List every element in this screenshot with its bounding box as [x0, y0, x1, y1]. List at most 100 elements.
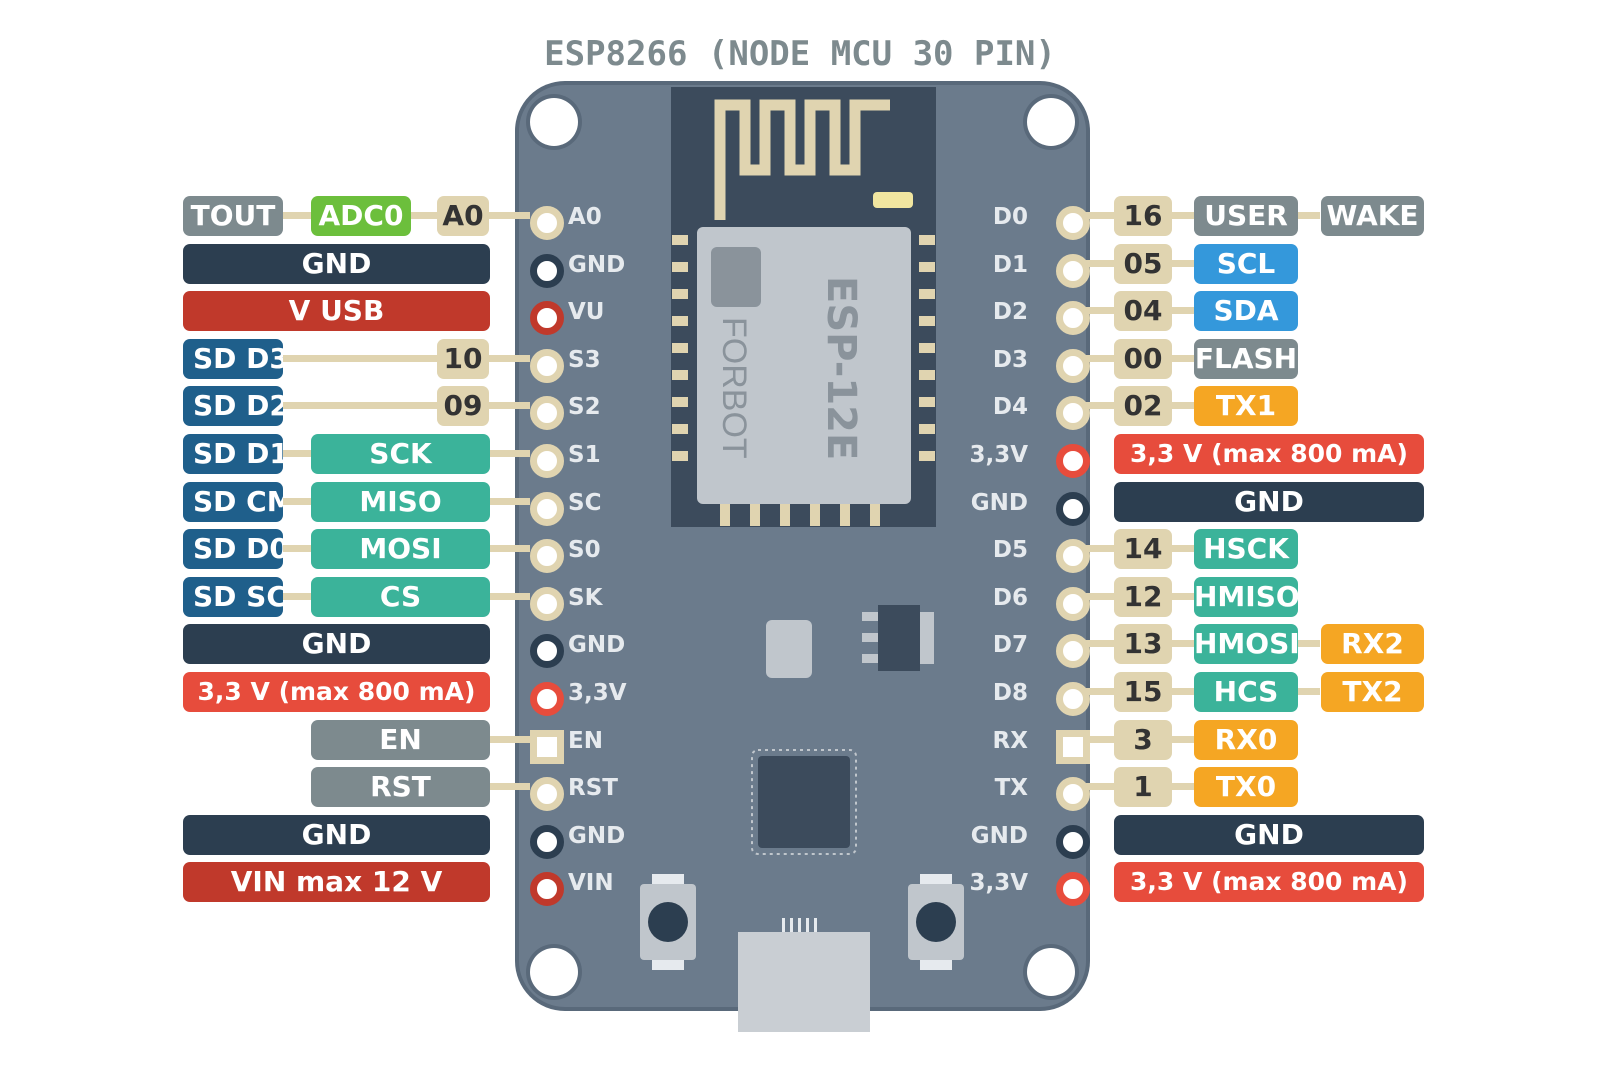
left-pin-row-s0: SD D0 MOSI S0: [0, 529, 1600, 574]
pin-function-badge-wake: WAKE: [1321, 196, 1424, 236]
diode-component: [766, 620, 812, 678]
pin-function-badge-00: 00: [1114, 338, 1172, 379]
pin-label: S3: [568, 346, 601, 373]
pin-function-badge-09: 09: [437, 386, 489, 427]
pin-label: SC: [568, 489, 602, 516]
module-castellations: [672, 235, 935, 526]
pin-pad-icon: [1056, 777, 1090, 812]
pin-pad-icon: [1056, 444, 1090, 478]
pin-label: SK: [568, 584, 603, 611]
pin-function-badge-sd-sck: SD SCK: [183, 576, 283, 617]
pin-function-badge-miso: MISO: [311, 481, 490, 522]
pin-label: D2: [992, 299, 1028, 326]
pin-function-badge-adc0: ADC0: [311, 196, 411, 236]
pin-pad-icon: [530, 206, 564, 240]
left-pin-row-sc: SD CMDMISOSC: [0, 481, 1600, 526]
pin-pad-icon: [530, 491, 564, 526]
pin-pad-icon: [530, 348, 564, 383]
pin-label: D0: [992, 204, 1028, 230]
pin-function-badge-3: 3: [1114, 719, 1172, 760]
pin-label: D8: [992, 680, 1028, 706]
pin-pad-icon: [530, 824, 564, 859]
pin-pad-icon: [530, 872, 564, 907]
pin-label: D4: [992, 394, 1028, 421]
pin-label: 3,3V: [568, 680, 627, 706]
pin-label: S0: [568, 537, 601, 564]
pin-function-badge-tout: TOUT: [183, 196, 283, 236]
pin-pad-icon: [530, 253, 564, 288]
pin-pad-icon: [530, 682, 564, 716]
pin-label: 3,3V: [969, 870, 1028, 897]
pin-function-badge-rx0: RX0: [1194, 719, 1298, 760]
pin-pad-icon: [1056, 634, 1090, 669]
pin-pad-icon: [1056, 348, 1090, 383]
pin-pad-icon: [1056, 206, 1090, 240]
pin-function-badge-sda: SDA: [1194, 291, 1298, 332]
pin-label: S2: [568, 394, 601, 421]
pin-function-badge-user: USER: [1194, 196, 1298, 236]
pin-pad-icon: [530, 586, 564, 621]
pin-function-badge-1: 1: [1114, 767, 1172, 808]
pin-function-badge-3-3-v-max-800-ma: 3,3 V (max 800 mA): [1114, 434, 1424, 474]
pin-label: D6: [992, 584, 1028, 611]
pin-label: GND: [568, 632, 626, 659]
left-pin-row-3-3v: 3,3 V (max 800 mA)3,3V: [0, 672, 1600, 716]
pin-label: GND: [568, 251, 626, 278]
pin-function-badge-a0: A0: [437, 196, 489, 236]
pin-function-badge-hmosi: HMOSI: [1194, 624, 1298, 665]
module-led-icon: [873, 192, 913, 208]
antenna-trace-icon: [714, 99, 890, 220]
pin-label: EN: [568, 727, 603, 754]
pin-function-badge-vin-max-12-v: VIN max 12 V: [183, 862, 490, 903]
usb-uart-chip: [758, 756, 850, 848]
module-brand-text: FORBOT: [715, 317, 753, 459]
pin-function-badge-05: 05: [1114, 243, 1172, 284]
flash-button-cap-icon: [648, 902, 688, 942]
pin-pad-icon: [1056, 586, 1090, 621]
pin-pad-icon: [1056, 872, 1090, 907]
pin-function-badge-04: 04: [1114, 291, 1172, 332]
pin-pad-icon: [530, 539, 564, 574]
pin-function-badge-15: 15: [1114, 672, 1172, 712]
forbot-logo-icon: [711, 247, 761, 307]
pin-pad-icon: [530, 396, 564, 431]
pin-function-badge-tx1: TX1: [1194, 386, 1298, 427]
pin-function-badge-12: 12: [1114, 576, 1172, 617]
mounting-hole-icon: [530, 98, 578, 146]
pin-function-badge-gnd: GND: [183, 243, 490, 284]
pin-pad-icon: [1056, 301, 1090, 336]
left-pin-row-sk: SD SCK CS SK: [0, 576, 1600, 621]
pin-function-badge-scl: SCL: [1194, 243, 1298, 284]
pin-function-badge-sd-d0: SD D0: [183, 529, 283, 570]
pin-function-badge-flash: FLASH: [1194, 338, 1298, 379]
pin-function-badge-hmiso: HMISO: [1194, 576, 1298, 617]
pin-label: D7: [992, 632, 1028, 659]
pin-pad-icon: [1056, 682, 1090, 716]
pin-function-badge-sd-d3: SD D3: [183, 338, 283, 379]
right-pin-row-d2: 04 SDA D2: [0, 291, 1600, 336]
pin-function-badge-3-3-v-max-800-ma: 3,3 V (max 800 mA): [1114, 862, 1424, 903]
pin-function-badge-cs: CS: [311, 576, 490, 617]
pin-function-badge-gnd: GND: [1114, 481, 1424, 522]
pin-function-badge-14: 14: [1114, 529, 1172, 570]
pin-function-badge-mosi: MOSI: [311, 529, 490, 570]
pin-pad-icon: [530, 444, 564, 478]
diagram-title: ESP8266 (NODE MCU 30 PIN): [544, 34, 1056, 74]
pin-pad-icon: [1056, 824, 1090, 859]
pin-function-badge-rx2: RX2: [1321, 624, 1424, 665]
pin-function-badge-rst: RST: [311, 767, 490, 808]
pin-pad-icon: [530, 301, 564, 336]
